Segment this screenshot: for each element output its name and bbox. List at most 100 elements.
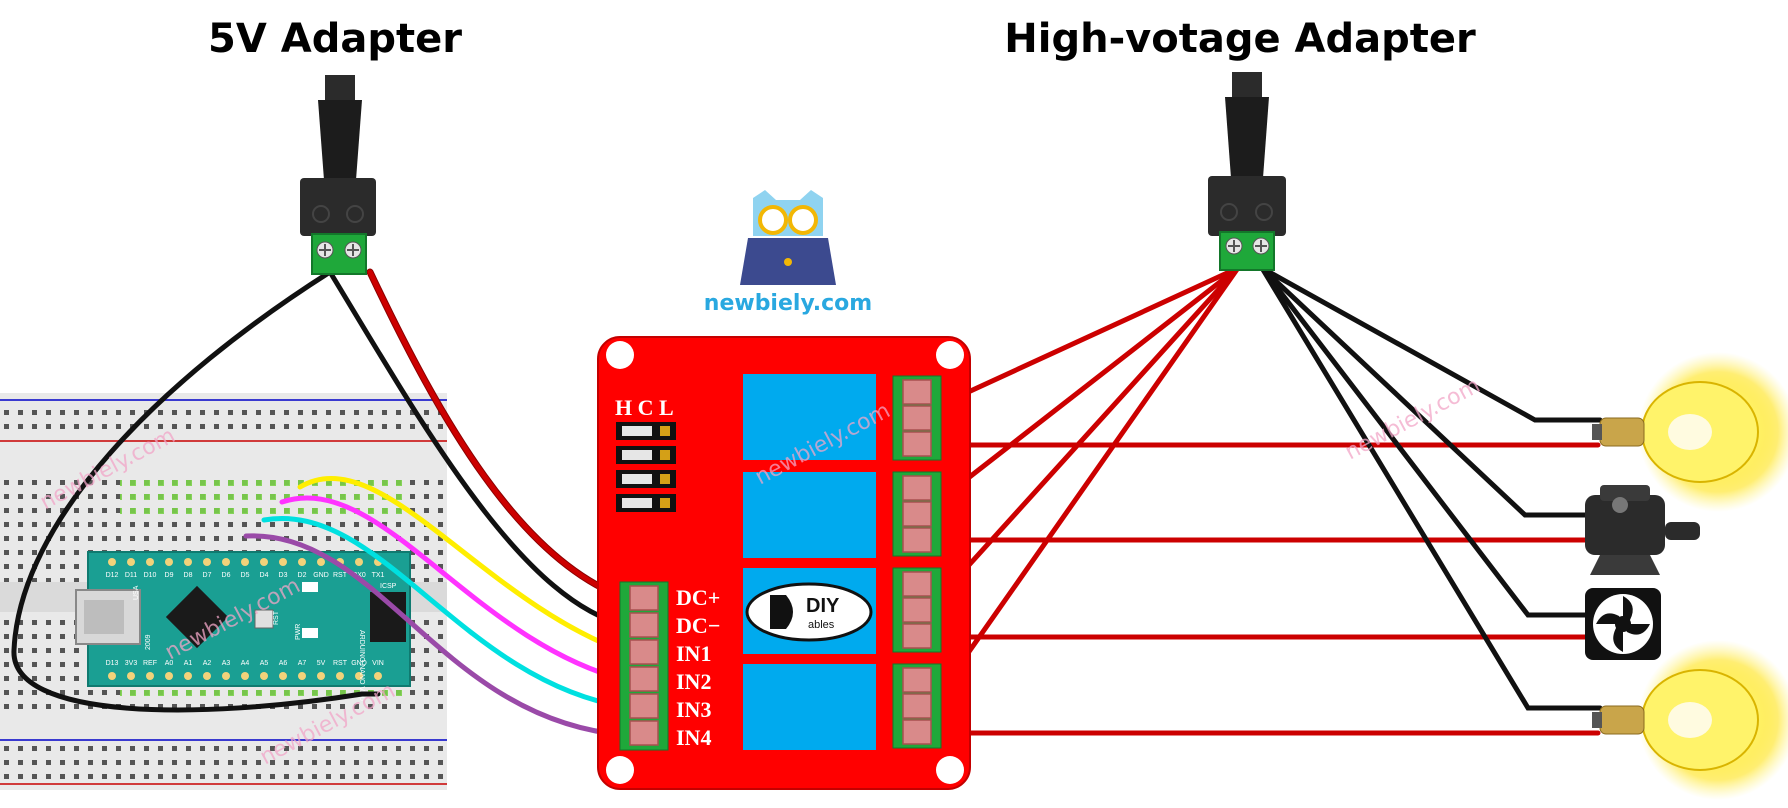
wire-hv-com2 — [937, 265, 1241, 503]
nano-pin-label: D9 — [165, 572, 174, 579]
nano-pin-pad — [127, 558, 135, 566]
nano-pin-label: 3V3 — [125, 660, 138, 667]
relay-2 — [743, 472, 876, 558]
nano-pin-pad — [298, 672, 306, 680]
wire-load3-black — [1259, 265, 1593, 618]
nano-pin-pad — [203, 672, 211, 680]
wire-hv-com4 — [937, 265, 1241, 696]
relay-4 — [743, 664, 876, 750]
pin-label-in4: IN4 — [676, 725, 711, 750]
relay-output-terminals — [892, 375, 942, 749]
nano-pin-label: D10 — [144, 572, 157, 579]
wire-in1-yellow — [297, 476, 628, 655]
nano-pwr-label: PWR — [295, 624, 302, 640]
nano-pin-label: A6 — [279, 660, 288, 667]
nano-pin-label: D2 — [298, 572, 307, 579]
nano-pin-label: RST — [333, 660, 348, 667]
nano-pin-pad — [260, 558, 268, 566]
diyables-logo: DIY ables — [745, 582, 873, 642]
nano-pin-pad — [222, 672, 230, 680]
nano-pin-pad — [108, 558, 116, 566]
nano-pin-label: A4 — [241, 660, 250, 667]
nano-pin-label: D5 — [241, 572, 250, 579]
relay-1 — [743, 374, 876, 460]
nano-pin-label: A7 — [298, 660, 307, 667]
nano-pin-pad — [146, 558, 154, 566]
nano-pin-pad — [317, 558, 325, 566]
wire-load2-black — [1259, 265, 1593, 518]
nano-pin-label: D6 — [222, 572, 231, 579]
nano-pin-pad — [222, 558, 230, 566]
nano-year-label: 2009 — [145, 634, 152, 650]
wire-hv-com3 — [937, 265, 1241, 600]
wires — [11, 265, 1603, 738]
nano-pin-pad — [336, 672, 344, 680]
nano-pin-pad — [203, 558, 211, 566]
nano-pin-pad — [146, 672, 154, 680]
nano-pin-pad — [184, 672, 192, 680]
nano-rst-label: RST — [273, 610, 280, 625]
nano-pin-pad — [165, 672, 173, 680]
pin-label-dc-minus: DC− — [676, 613, 720, 638]
wire-5v-positive-core — [367, 269, 628, 601]
nano-pin-label: D7 — [203, 572, 212, 579]
watermark-5: newbiely.com — [1341, 373, 1484, 465]
nano-pin-label: D13 — [106, 660, 119, 667]
nano-pin-label: 5V — [317, 660, 326, 667]
dc-jack-5v — [300, 75, 376, 275]
nano-icsp-label: ICSP — [380, 583, 397, 590]
nano-pin-label: REF — [143, 660, 157, 667]
newbiely-logo: newbiely.com — [704, 190, 872, 316]
nano-pin-label: A0 — [165, 660, 174, 667]
relay-jumper-header-label: H C L — [615, 395, 674, 420]
wire-in3-cyan — [261, 515, 628, 710]
pin-label-in3: IN3 — [676, 697, 711, 722]
nano-pin-pad — [279, 672, 287, 680]
relay-module: H C L DIY ables — [597, 336, 971, 790]
wire-in4-purple — [243, 533, 628, 738]
nano-pin-label: A3 — [222, 660, 231, 667]
pin-label-in1: IN1 — [676, 641, 711, 666]
nano-pin-pad — [317, 672, 325, 680]
nano-pin-pad — [127, 672, 135, 680]
diyables-logo-text: DIY — [806, 595, 840, 617]
nano-pin-label: D4 — [260, 572, 269, 579]
nano-pin-pad — [241, 672, 249, 680]
title-high-voltage-adapter: High-votage Adapter — [1004, 16, 1476, 62]
nano-pin-label: D8 — [184, 572, 193, 579]
nano-pin-label: RST — [333, 572, 348, 579]
nano-pin-label: D3 — [279, 572, 288, 579]
relay-input-terminal — [619, 581, 669, 751]
wire-load4-black — [1259, 265, 1603, 711]
jumper-headers — [616, 422, 676, 512]
nano-pin-pad — [355, 672, 363, 680]
mcu-chip — [165, 585, 229, 649]
nano-pin-pad — [108, 672, 116, 680]
nano-pin-label: TX1 — [372, 572, 385, 579]
nano-pin-pad — [279, 558, 287, 566]
nano-pin-pad — [184, 558, 192, 566]
wire-in2-magenta — [279, 495, 628, 683]
nano-usa-label: USA — [133, 585, 140, 600]
nano-pin-label: VIN — [372, 660, 384, 667]
nano-pin-pad — [298, 558, 306, 566]
nano-pin-pad — [260, 672, 268, 680]
water-pump — [1585, 485, 1700, 575]
title-5v-adapter: 5V Adapter — [208, 16, 462, 62]
nano-pin-pad — [374, 672, 382, 680]
nano-pin-pad — [241, 558, 249, 566]
cooling-fan — [1585, 588, 1661, 660]
nano-pin-label: RX0 — [352, 572, 366, 579]
wire-load1-black — [1259, 265, 1603, 423]
nano-pin-label: A2 — [203, 660, 212, 667]
nano-pin-label: GND — [313, 572, 329, 579]
nano-pin-pad — [355, 558, 363, 566]
diyables-logo-subtext: ables — [808, 619, 835, 631]
light-bulb-2 — [1592, 640, 1788, 800]
nano-model-label: ARDUINO NANO V3.0 — [358, 630, 365, 701]
reset-button — [254, 609, 274, 629]
nano-pin-label: GND — [351, 660, 367, 667]
nano-pin-pad — [165, 558, 173, 566]
